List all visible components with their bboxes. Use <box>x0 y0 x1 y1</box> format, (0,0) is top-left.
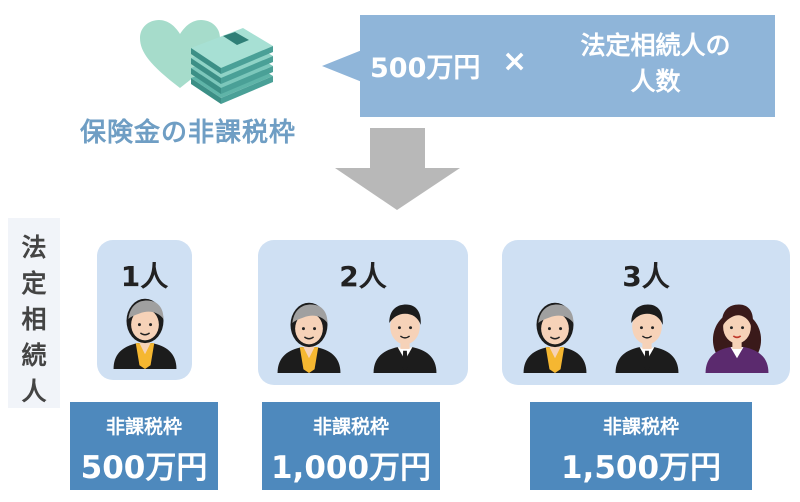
page-title: 保険金の非課税枠 <box>80 118 297 148</box>
formula-heirs-line2: 人数 <box>630 67 681 96</box>
bubble-tail <box>322 50 362 82</box>
result-value: 500万円 <box>80 450 208 486</box>
formula-amount: 500万円 <box>370 53 481 84</box>
side-label-char: 相 <box>21 305 47 334</box>
result-label: 非課税枠 <box>602 416 679 438</box>
side-label-char: 法 <box>21 233 47 262</box>
result-box-2: 非課税枠 1,000万円 <box>262 402 440 490</box>
side-label-bg <box>8 218 60 408</box>
result-box-3: 非課税枠 1,500万円 <box>530 402 752 490</box>
formula-heirs-line1: 法定相続人の <box>580 31 731 60</box>
down-arrow-icon <box>335 128 460 210</box>
person-woman-suit-icon <box>704 303 770 374</box>
group-1-count: 1人 <box>120 260 169 293</box>
person-man-icon <box>372 303 438 374</box>
side-label-char: 続 <box>21 341 47 370</box>
result-value: 1,000万円 <box>270 450 432 486</box>
person-man-icon <box>614 303 680 374</box>
formula-heirs: 法定相続人の 人数 <box>548 28 763 100</box>
person-woman-icon <box>276 302 342 374</box>
person-woman-icon <box>522 302 588 374</box>
side-label-char: 人 <box>21 377 47 406</box>
result-label: 非課税枠 <box>105 416 182 438</box>
side-label-heirs: 法 定 相 続 人 <box>8 230 60 410</box>
money-stack-icon <box>191 28 273 104</box>
group-2-count: 2人 <box>339 260 387 293</box>
formula-bubble <box>360 15 775 117</box>
side-label-char: 定 <box>21 269 47 298</box>
result-value: 1,500万円 <box>560 450 722 486</box>
person-woman-icon <box>112 298 178 370</box>
result-box-1: 非課税枠 500万円 <box>70 402 218 490</box>
result-label: 非課税枠 <box>312 416 389 438</box>
group-3-count: 3人 <box>622 260 670 293</box>
formula-multiply-sign: × <box>502 44 528 79</box>
